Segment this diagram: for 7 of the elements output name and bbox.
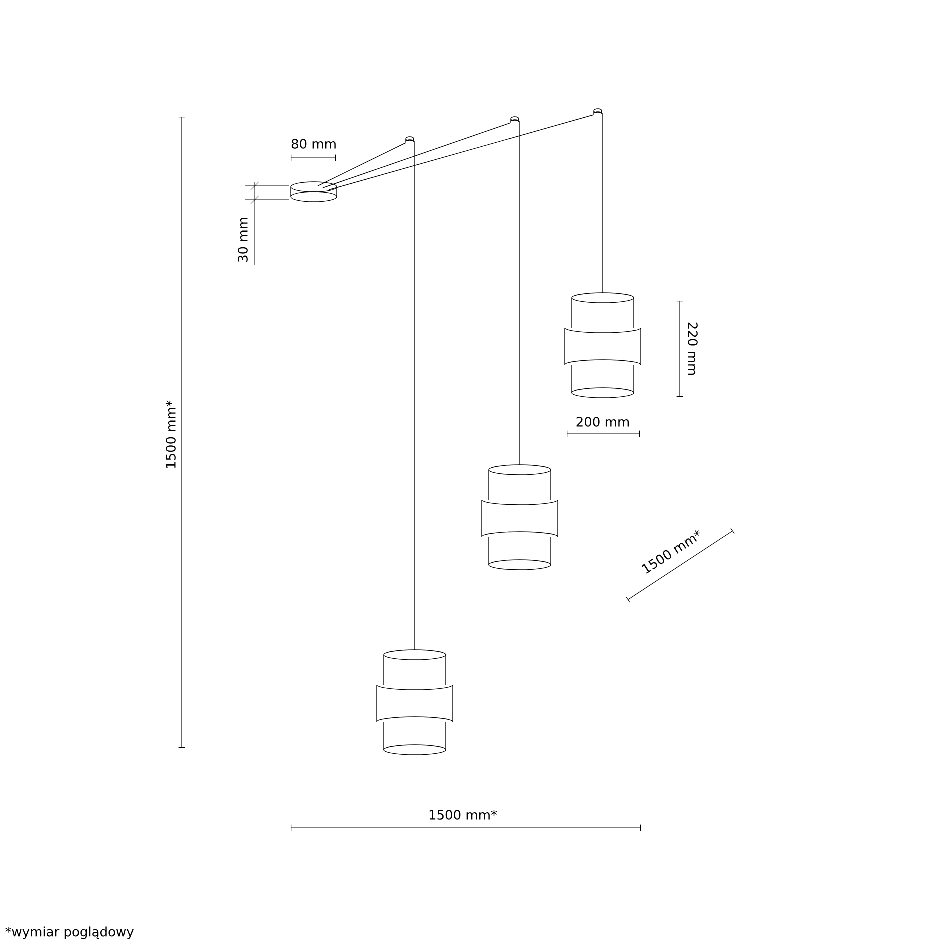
dimension-label: 1500 mm* [430,810,498,820]
dimension-label: *wymiar poglądowy [6,926,134,940]
dimension-label: 1500 mm* [166,400,176,468]
dimension-label: 80 mm [292,139,336,149]
dimension-label: 220 mm [688,322,698,375]
dimension-label: 30 mm [238,218,248,262]
dimension-label: 200 mm [576,417,630,427]
